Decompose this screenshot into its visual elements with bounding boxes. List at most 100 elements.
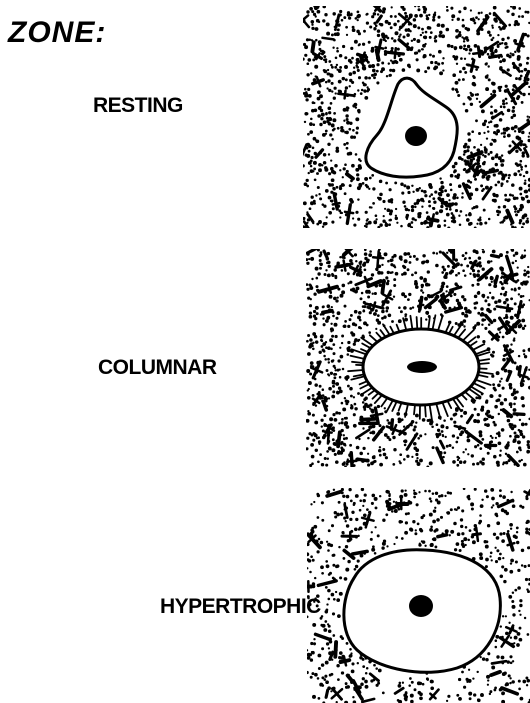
matrix-dot bbox=[470, 9, 472, 11]
matrix-dot bbox=[327, 457, 329, 459]
matrix-dot bbox=[317, 654, 321, 658]
matrix-dot bbox=[328, 196, 332, 200]
matrix-dot bbox=[449, 206, 452, 209]
matrix-dot bbox=[328, 361, 330, 363]
matrix-dot bbox=[381, 264, 383, 266]
matrix-dot bbox=[498, 299, 502, 303]
matrix-dot bbox=[358, 166, 362, 170]
matrix-dot bbox=[325, 130, 328, 133]
matrix-dot bbox=[377, 197, 379, 199]
matrix-dot bbox=[501, 159, 504, 162]
resting-nucleus bbox=[405, 126, 427, 146]
matrix-dot bbox=[398, 418, 402, 422]
matrix-dot bbox=[451, 14, 455, 18]
matrix-dot bbox=[349, 318, 352, 321]
matrix-dot bbox=[391, 47, 394, 50]
matrix-dot bbox=[519, 614, 521, 616]
matrix-dot bbox=[509, 677, 511, 679]
matrix-dot bbox=[364, 494, 367, 497]
matrix-dot bbox=[492, 504, 494, 506]
matrix-dot bbox=[346, 142, 349, 145]
matrix-dot bbox=[330, 200, 332, 202]
matrix-dot bbox=[376, 70, 379, 73]
matrix-dot bbox=[306, 73, 309, 76]
matrix-dot bbox=[492, 421, 495, 424]
matrix-dot bbox=[383, 453, 387, 457]
matrix-dot bbox=[508, 24, 511, 27]
matrix-dot bbox=[411, 40, 413, 42]
matrix-dot bbox=[494, 388, 497, 391]
matrix-dot bbox=[502, 336, 505, 339]
matrix-dot bbox=[492, 193, 495, 196]
matrix-dot bbox=[345, 86, 348, 89]
matrix-dot bbox=[307, 597, 310, 600]
matrix-dot bbox=[335, 92, 337, 94]
matrix-dot bbox=[441, 24, 445, 28]
matrix-dot bbox=[441, 62, 444, 65]
matrix-dot bbox=[477, 413, 480, 416]
matrix-dot bbox=[329, 674, 332, 677]
matrix-dot bbox=[375, 214, 378, 217]
matrix-dot bbox=[469, 273, 471, 275]
matrix-dot bbox=[357, 560, 360, 563]
matrix-dot bbox=[442, 434, 444, 436]
matrix-dot bbox=[412, 306, 414, 308]
matrix-dot bbox=[370, 538, 373, 541]
matrix-dot bbox=[468, 138, 472, 142]
matrix-dot bbox=[356, 127, 359, 130]
matrix-dot bbox=[425, 31, 428, 34]
matrix-dot bbox=[519, 173, 522, 176]
matrix-dot bbox=[518, 287, 521, 290]
matrix-dot bbox=[434, 35, 437, 38]
matrix-dot bbox=[333, 352, 336, 355]
matrix-dot bbox=[341, 290, 345, 294]
matrix-dot bbox=[447, 695, 450, 698]
matrix-dot bbox=[305, 98, 308, 101]
matrix-dot bbox=[342, 45, 345, 48]
matrix-fibre bbox=[318, 581, 336, 586]
matrix-dot bbox=[418, 49, 421, 52]
matrix-dot bbox=[321, 463, 324, 466]
matrix-dot bbox=[484, 221, 487, 224]
matrix-dot bbox=[494, 405, 498, 409]
matrix-dot bbox=[424, 194, 427, 197]
matrix-dot bbox=[318, 168, 322, 172]
matrix-dot bbox=[309, 571, 312, 574]
matrix-dot bbox=[527, 115, 529, 117]
matrix-dot bbox=[326, 117, 328, 119]
matrix-dot bbox=[324, 13, 327, 16]
matrix-dot bbox=[518, 688, 521, 691]
matrix-dot bbox=[454, 46, 458, 50]
matrix-dot bbox=[490, 552, 493, 555]
matrix-dot bbox=[513, 205, 516, 208]
matrix-dot bbox=[332, 390, 335, 393]
matrix-dot bbox=[492, 27, 494, 29]
matrix-dot bbox=[513, 196, 517, 200]
matrix-dot bbox=[452, 73, 456, 77]
matrix-dot bbox=[480, 693, 483, 696]
matrix-dot bbox=[505, 291, 508, 294]
matrix-dot bbox=[317, 90, 321, 94]
matrix-dot bbox=[357, 198, 359, 200]
matrix-dot bbox=[519, 604, 522, 607]
matrix-dot bbox=[527, 11, 530, 14]
matrix-dot bbox=[401, 537, 404, 540]
matrix-dot bbox=[524, 617, 526, 619]
matrix-dot bbox=[476, 98, 478, 100]
matrix-dot bbox=[332, 612, 335, 615]
matrix-dot bbox=[310, 642, 313, 645]
matrix-dot bbox=[372, 202, 375, 205]
matrix-dot bbox=[306, 369, 310, 373]
matrix-dot bbox=[321, 501, 324, 504]
matrix-dot bbox=[363, 30, 366, 33]
matrix-dot bbox=[419, 459, 423, 463]
matrix-dot bbox=[345, 682, 348, 685]
matrix-dot bbox=[415, 460, 418, 463]
matrix-dot bbox=[315, 15, 317, 17]
matrix-dot bbox=[521, 168, 523, 170]
matrix-fibre bbox=[514, 414, 524, 415]
matrix-dot bbox=[516, 136, 520, 140]
matrix-dot bbox=[358, 76, 361, 79]
matrix-dot bbox=[458, 10, 461, 13]
matrix-dot bbox=[462, 19, 465, 22]
